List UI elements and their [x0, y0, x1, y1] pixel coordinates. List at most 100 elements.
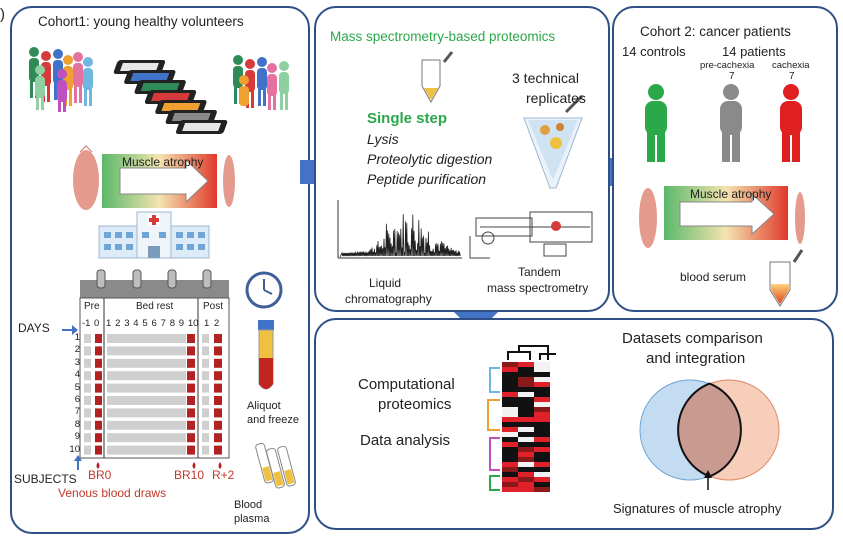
heatmap-cell: [518, 397, 534, 402]
schedule-cell: [84, 334, 91, 343]
aliquot-label-line2: and freeze: [247, 414, 299, 426]
schedule-cell: [202, 383, 209, 393]
schedule-cell: [107, 346, 186, 356]
subject-number: 6: [74, 394, 80, 405]
schedule-cell: [202, 371, 209, 381]
ms-title: Mass spectrometry-based proteomics: [330, 29, 556, 44]
draw-label-br10: BR10: [174, 468, 205, 482]
replicates-label-line2: replicates: [526, 90, 586, 106]
heatmap-cell: [518, 372, 534, 377]
atrophy-arrow-icon: [119, 158, 209, 204]
control-person-icon: [645, 84, 667, 162]
precachexia-label: pre-cachexia: [700, 60, 755, 71]
patients-label: 14 patients: [722, 44, 786, 59]
heatmap-cell: [502, 482, 518, 487]
heatmap-cell: [502, 432, 518, 437]
heatmap-cell: [534, 402, 550, 407]
cohort2-title: Cohort 2: cancer patients: [640, 24, 791, 39]
heatmap-cell: [502, 392, 518, 397]
schedule-cell: [202, 408, 209, 418]
blood-draw-cell: [95, 334, 102, 343]
controls-label: 14 controls: [622, 44, 686, 59]
aliquot-label-line1: Aliquot: [247, 400, 281, 412]
lc-label-line2: chromatography: [345, 292, 432, 306]
heatmap-cell: [534, 437, 550, 442]
precachexia-person-icon: [720, 84, 742, 162]
schedule-cell: [202, 433, 209, 443]
blood-draw-cell: [95, 396, 102, 405]
phase-header-pre: Pre: [84, 301, 100, 312]
heatmap-cell: [534, 382, 550, 387]
blood-draw-cell: [187, 346, 195, 356]
schedule-cell: [84, 358, 91, 368]
heatmap-cell: [534, 427, 550, 432]
heatmap-cell: [534, 482, 550, 487]
heatmap-cell: [534, 472, 550, 477]
heatmap-cell: [518, 467, 534, 472]
heatmap: [502, 362, 550, 492]
heatmap-cell: [518, 457, 534, 462]
blood-draw-cell: [214, 408, 222, 418]
heatmap-cell: [502, 472, 518, 477]
blood-draw-cell: [214, 334, 222, 343]
heatmap-cell: [518, 482, 534, 487]
heatmap-cell: [518, 367, 534, 372]
heatmap-cell: [518, 437, 534, 442]
day-number: 2: [214, 318, 220, 329]
heatmap-cell: [518, 462, 534, 467]
plasma-tubes-icon: [255, 442, 296, 489]
schedule-cell: [202, 346, 209, 356]
cachexia-count: 7: [789, 71, 795, 82]
schedule-cell: [107, 358, 186, 368]
subject-number: 4: [74, 369, 80, 381]
subject-number: 5: [74, 381, 80, 393]
subject-number: 2: [74, 344, 80, 356]
venn-diagram: [639, 379, 780, 481]
heatmap-cell: [502, 382, 518, 387]
schedule-cell: [84, 383, 91, 393]
subjects-arrow-icon: [74, 455, 82, 470]
schedule-cell: [84, 433, 91, 443]
step-digestion: Proteolytic digestion: [367, 151, 493, 167]
heatmap-cell: [518, 447, 534, 452]
blood-draw-cell: [214, 433, 222, 443]
heatmap-cell: [502, 457, 518, 462]
lc-label-line1: Liquid: [369, 276, 402, 290]
schedule-cell: [84, 371, 91, 381]
precachexia-count: 7: [729, 71, 735, 82]
step-lysis: Lysis: [367, 131, 399, 147]
subject-number: 8: [74, 418, 80, 430]
blood-draw-cell: [95, 358, 102, 368]
heatmap-cell: [502, 422, 518, 427]
heatmap-cell: [518, 362, 534, 367]
schedule-cell: [202, 420, 209, 430]
serum-tube-icon: [769, 249, 804, 307]
heatmap-cell: [534, 367, 550, 372]
day-number: 5: [142, 318, 148, 329]
panel-letter: ): [0, 6, 5, 23]
subject-number: 1: [74, 332, 80, 343]
day-number: 9: [178, 318, 185, 329]
heatmap-cell: [518, 382, 534, 387]
subject-number: 7: [74, 406, 80, 418]
blood-draw-cell: [214, 396, 222, 405]
heatmap-cell: [502, 427, 518, 432]
replicates-label-line1: 3 technical: [512, 70, 579, 86]
heatmap-cell: [518, 452, 534, 457]
schedule-cell: [202, 396, 209, 405]
blood-draw-cell: [187, 408, 195, 418]
day-number: 1: [106, 318, 112, 329]
ms-instrument-icon: [469, 211, 593, 259]
heatmap-cell: [518, 487, 534, 492]
heatmap-cell: [534, 422, 550, 427]
schedule-cell: [84, 445, 91, 455]
blood-draw-cell: [214, 358, 222, 368]
cachexia-person-icon: [780, 84, 802, 162]
blood-draw-cell: [214, 445, 222, 455]
schedule-cell: [84, 408, 91, 418]
draw-label-r2: R+2: [212, 468, 235, 482]
serum-label: blood serum: [680, 270, 747, 284]
blood-draw-cell: [95, 383, 102, 393]
